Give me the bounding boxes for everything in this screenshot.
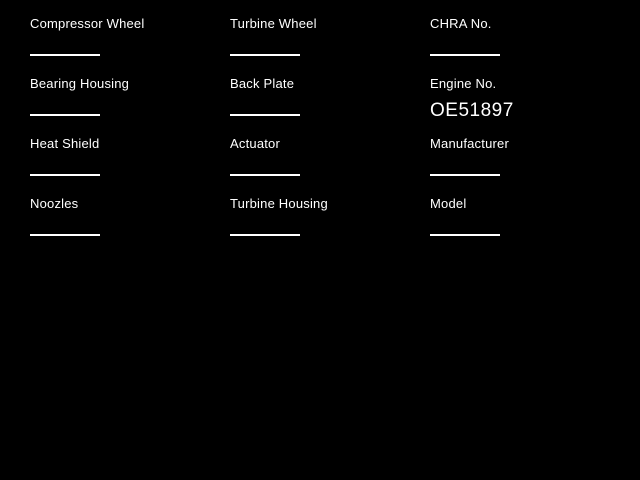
field-model: Model <box>430 196 630 256</box>
field-blank-model[interactable] <box>430 234 500 236</box>
field-compressor-wheel: Compressor Wheel <box>30 16 230 76</box>
field-blank-turbine-wheel[interactable] <box>230 54 300 56</box>
field-label-actuator: Actuator <box>230 136 281 151</box>
turbocharger-form: Compressor Wheel Turbine Wheel CHRA No. … <box>30 16 630 256</box>
field-blank-bearing-housing[interactable] <box>30 114 100 116</box>
field-actuator: Actuator <box>230 136 430 196</box>
field-blank-chra-no[interactable] <box>430 54 500 56</box>
field-blank-manufacturer[interactable] <box>430 174 500 176</box>
field-label-bearing-housing: Bearing Housing <box>30 76 130 91</box>
field-heat-shield: Heat Shield <box>30 136 230 196</box>
field-label-manufacturer: Manufacturer <box>430 136 509 151</box>
field-label-turbine-wheel: Turbine Wheel <box>230 16 317 31</box>
field-label-model: Model <box>430 196 467 211</box>
field-blank-heat-shield[interactable] <box>30 174 100 176</box>
field-turbine-wheel: Turbine Wheel <box>230 16 430 76</box>
field-bearing-housing: Bearing Housing <box>30 76 230 136</box>
field-label-compressor-wheel: Compressor Wheel <box>30 16 145 31</box>
field-value-engine-no: OE51897 <box>430 100 514 121</box>
field-blank-compressor-wheel[interactable] <box>30 54 100 56</box>
field-blank-noozles[interactable] <box>30 234 100 236</box>
field-blank-turbine-housing[interactable] <box>230 234 300 236</box>
field-manufacturer: Manufacturer <box>430 136 630 196</box>
field-label-back-plate: Back Plate <box>230 76 295 91</box>
field-blank-back-plate[interactable] <box>230 114 300 116</box>
field-blank-actuator[interactable] <box>230 174 300 176</box>
field-label-heat-shield: Heat Shield <box>30 136 100 151</box>
field-label-noozles: Noozles <box>30 196 79 211</box>
field-label-turbine-housing: Turbine Housing <box>230 196 328 211</box>
field-label-engine-no: Engine No. <box>430 76 497 91</box>
field-engine-no: Engine No. OE51897 <box>430 76 630 136</box>
field-back-plate: Back Plate <box>230 76 430 136</box>
field-turbine-housing: Turbine Housing <box>230 196 430 256</box>
field-label-chra-no: CHRA No. <box>430 16 492 31</box>
field-noozles: Noozles <box>30 196 230 256</box>
field-chra-no: CHRA No. <box>430 16 630 76</box>
